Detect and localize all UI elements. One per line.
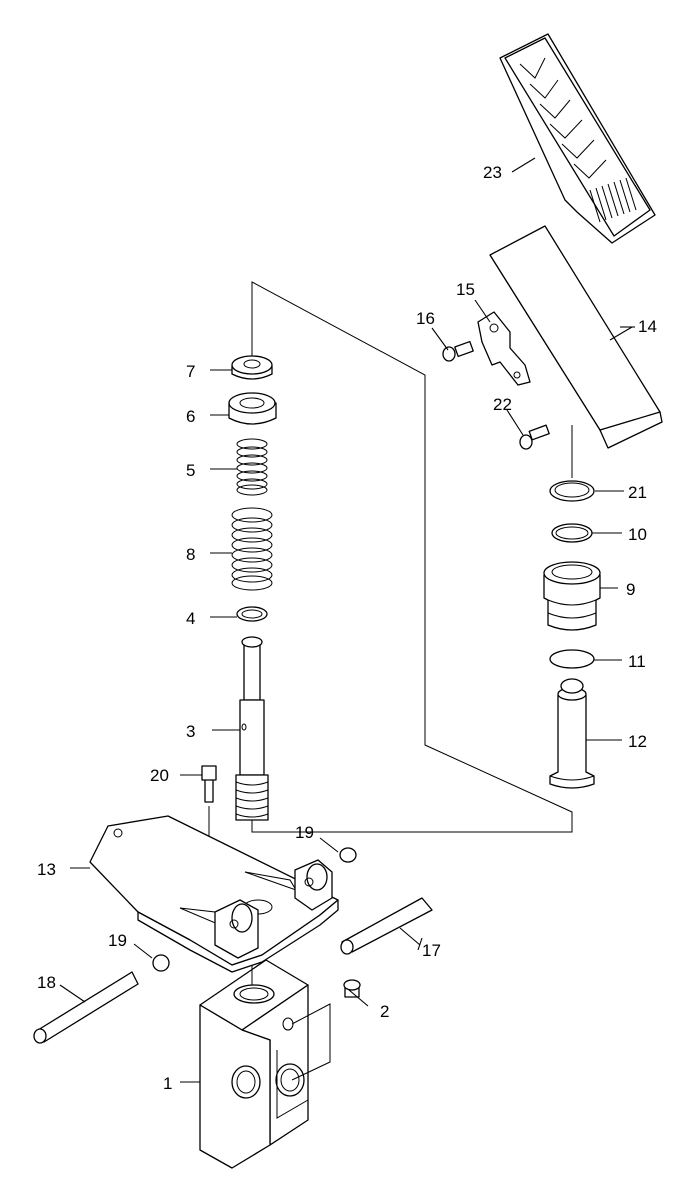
callout-14: 14 xyxy=(638,317,657,336)
part-4-washer xyxy=(236,606,268,622)
part-11-o-ring xyxy=(549,649,595,669)
callout-13: 13 xyxy=(37,860,56,879)
part-12-plunger xyxy=(549,678,595,789)
part-14-pedal-arm xyxy=(489,225,663,478)
part-13-base-plate xyxy=(89,815,339,973)
callout-21: 21 xyxy=(628,483,647,502)
part-22-screw xyxy=(519,424,550,450)
part-3-shaft xyxy=(235,636,269,821)
part-19-snap-ring-left xyxy=(152,954,170,972)
callout-23: 23 xyxy=(483,163,502,182)
leader-lines xyxy=(59,157,635,1083)
callout-6: 6 xyxy=(186,407,195,426)
clevis-left xyxy=(214,899,259,959)
callout-10: 10 xyxy=(628,525,647,544)
callout-16: 16 xyxy=(416,309,435,328)
callout-3: 3 xyxy=(186,722,195,741)
part-5-spring-small xyxy=(236,438,268,496)
part-19-snap-ring-right xyxy=(339,847,357,863)
part-7-nut xyxy=(231,355,273,380)
callout-15: 15 xyxy=(456,280,475,299)
port-connector-line xyxy=(291,1003,331,1081)
part-16-screw xyxy=(442,340,474,362)
callout-22: 22 xyxy=(493,395,512,414)
callout-9: 9 xyxy=(626,580,635,599)
part-8-spring-large xyxy=(231,507,273,591)
clevis-right xyxy=(294,859,333,911)
part-9-bushing xyxy=(543,561,601,631)
callout-11: 11 xyxy=(628,652,646,671)
part-23-pedal-pad xyxy=(499,33,656,244)
callout-7: 7 xyxy=(186,362,195,381)
callout-18: 18 xyxy=(37,973,56,992)
callout-8: 8 xyxy=(186,545,195,564)
part-2-plug xyxy=(343,979,361,998)
callout-17: 17 xyxy=(422,941,441,960)
part-1-valve-body xyxy=(199,959,309,1169)
callout-19-right: 19 xyxy=(295,823,314,842)
part-15-bracket xyxy=(477,311,531,386)
callout-1: 1 xyxy=(163,1074,172,1093)
callout-12: 12 xyxy=(628,732,647,751)
callout-5: 5 xyxy=(186,461,195,480)
callout-2: 2 xyxy=(380,1002,389,1021)
part-18-pin xyxy=(33,971,139,1044)
callout-4: 4 xyxy=(186,609,195,628)
part-6-cap xyxy=(228,392,277,425)
part-17-pin xyxy=(340,897,433,955)
part-21-ring xyxy=(549,480,595,502)
assembly-path-line xyxy=(251,281,573,833)
callout-20: 20 xyxy=(150,766,169,785)
callout-19-left: 19 xyxy=(108,931,127,950)
